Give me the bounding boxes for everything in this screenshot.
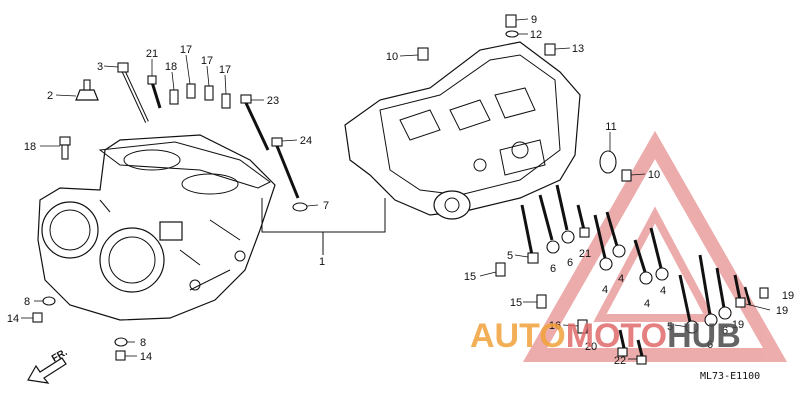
crankcase-bolts [495, 184, 769, 365]
callout-10b: 10 [648, 169, 660, 181]
watermark-auto: AUTO [470, 317, 566, 355]
watermark-text: AUTOMOTOHUB [470, 317, 741, 355]
watermark-hub: HUB [667, 317, 741, 355]
callout-8a: 8 [24, 296, 30, 308]
callout-6b: 6 [567, 257, 573, 269]
callout-4d: 4 [660, 285, 666, 297]
callout-4a: 4 [602, 284, 608, 296]
callout-6d: 6 [722, 325, 728, 337]
callout-22: 22 [614, 355, 626, 367]
callout-14a: 14 [7, 313, 19, 325]
callout-17a: 17 [180, 44, 192, 56]
callout-5b: 5 [667, 321, 673, 333]
callout-17b: 17 [201, 55, 213, 67]
callout-24: 24 [300, 135, 312, 147]
callout-19c: 19 [732, 319, 744, 331]
svg-text:AUTOMOTOHUB: AUTOMOTOHUB [470, 317, 741, 355]
callout-5a: 5 [507, 250, 513, 262]
watermark-logo [522, 130, 788, 362]
callout-4b: 4 [618, 273, 624, 285]
direction-label: FR. [50, 347, 70, 365]
callout-labels: 1 2 3 4 4 4 4 5 5 6 6 6 6 7 8 8 9 10 10 … [7, 14, 794, 367]
callout-6a: 6 [550, 263, 556, 275]
callout-8b: 8 [140, 337, 146, 349]
callout-6c: 6 [707, 339, 713, 351]
callout-18a: 18 [24, 141, 36, 153]
callout-19a: 19 [782, 290, 794, 302]
watermark-moto: MOTO [566, 317, 667, 355]
callout-19b: 19 [776, 305, 788, 317]
callout-4c: 4 [644, 298, 650, 310]
callout-2: 2 [47, 90, 53, 102]
callout-17c: 17 [219, 64, 231, 76]
dowel-pins [417, 14, 632, 182]
callout-21a: 21 [146, 48, 158, 60]
diagram-code: ML73-E1100 [700, 371, 760, 382]
callout-15a: 15 [464, 271, 476, 283]
front-direction-arrow: FR. [27, 347, 70, 384]
callout-21b: 21 [579, 248, 591, 260]
cylinder-block [37, 134, 276, 321]
callout-15b: 15 [510, 297, 522, 309]
callout-12: 12 [530, 29, 542, 41]
callout-23: 23 [267, 95, 279, 107]
callout-14b: 14 [140, 351, 152, 363]
oil-pressure-switch [75, 79, 99, 101]
leader-lines [21, 18, 771, 360]
washers-left [32, 296, 128, 361]
callout-20: 20 [585, 341, 597, 353]
callout-13: 13 [572, 43, 584, 55]
callout-10a: 10 [386, 51, 398, 63]
studs-top [117, 62, 308, 212]
callout-9: 9 [531, 14, 537, 26]
callout-1: 1 [319, 256, 325, 268]
callout-18b: 18 [165, 61, 177, 73]
bolt-18-left [59, 136, 71, 160]
callout-11: 11 [605, 121, 616, 133]
bracket-1 [261, 198, 386, 255]
upper-crankcase [344, 41, 581, 220]
callout-16: 16 [549, 320, 561, 332]
callout-3: 3 [97, 61, 103, 73]
callout-7: 7 [323, 200, 329, 212]
